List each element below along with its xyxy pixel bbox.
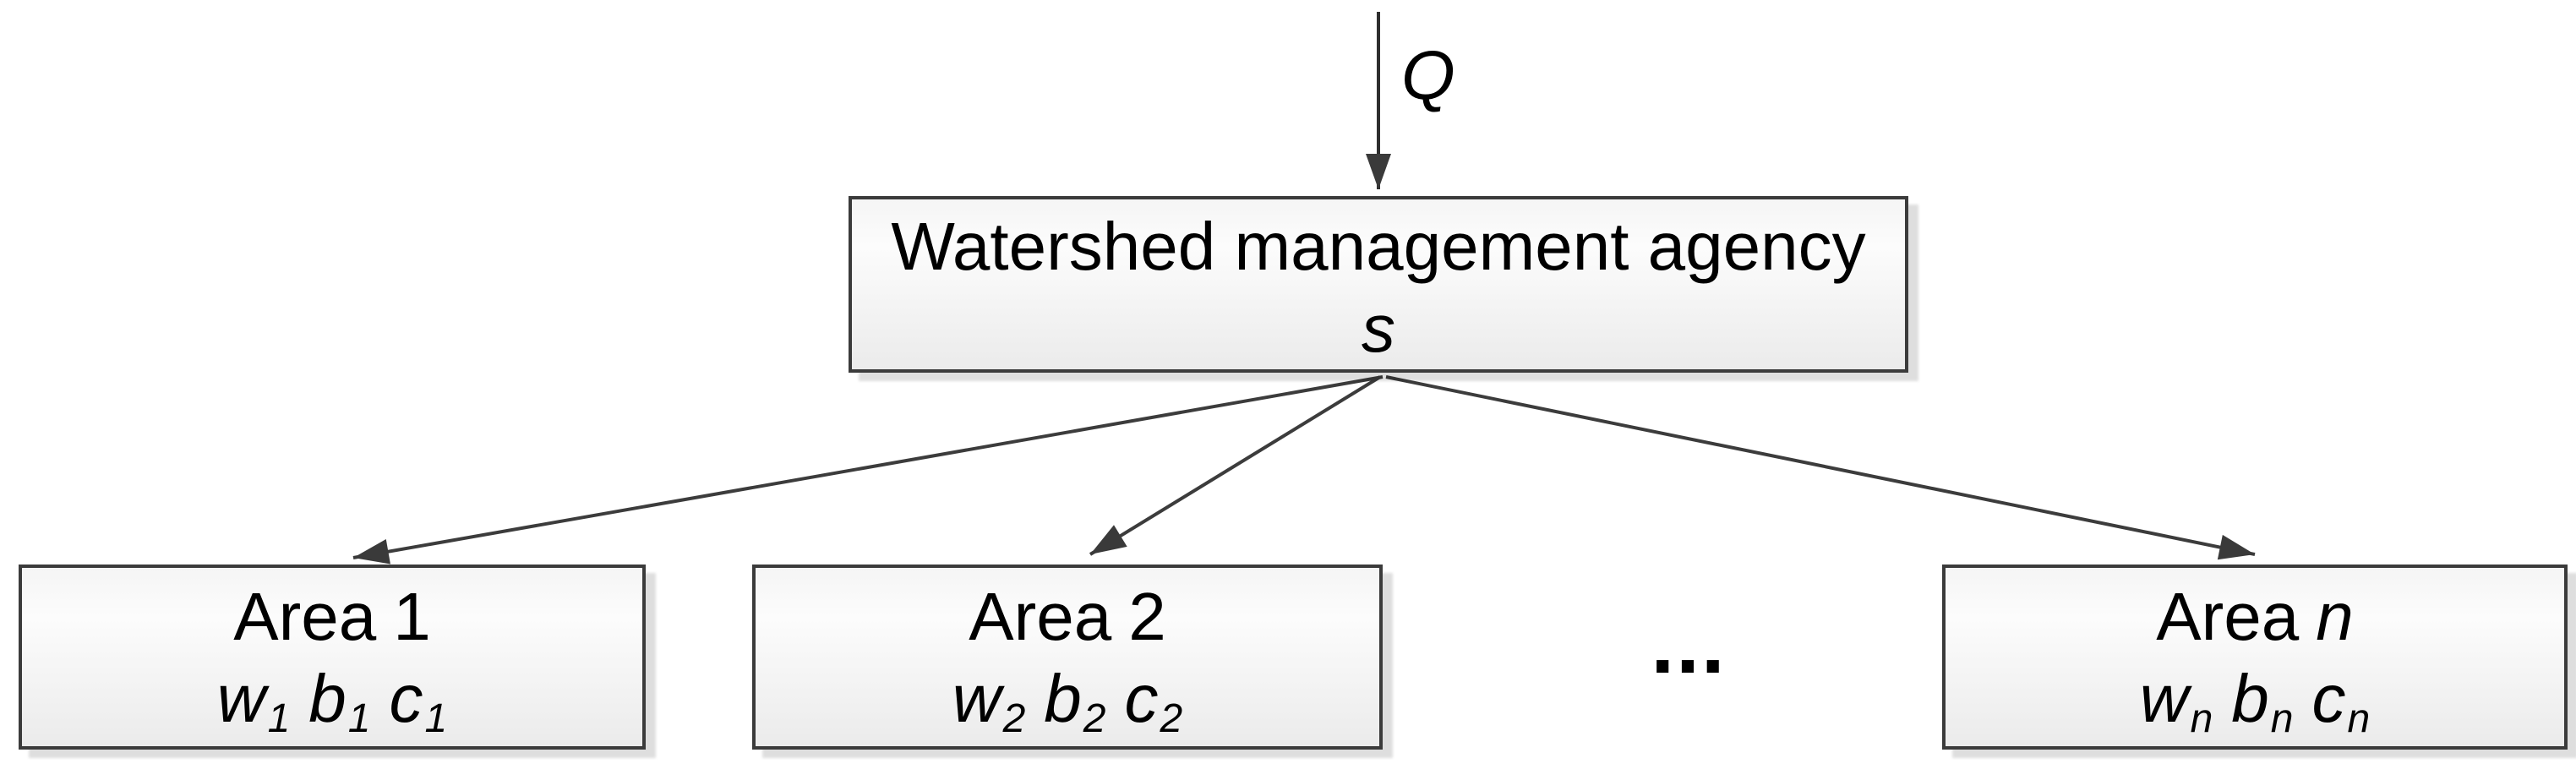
var-b1: b1 [308,660,370,739]
area-1-index: 1 [393,578,431,654]
var-w2-base: w [952,660,1001,736]
inflow-label: Q [1401,37,1455,114]
var-c1-base: c [389,660,423,736]
var-cn-sub: n [2347,695,2371,741]
arrow-root-to-area-2 [1089,375,1382,556]
arrow-root-to-area-1 [352,375,1384,565]
var-w1-sub: 1 [267,695,291,741]
var-w2: w2 [952,660,1025,739]
area-2-index: 2 [1128,578,1166,654]
var-wn-base: w [2139,660,2189,736]
var-bn: bn [2231,660,2293,739]
var-wn-sub: n [2190,695,2213,741]
root-box-watershed-agency: Watershed management agency s [849,196,1908,373]
var-c2: c2 [1124,660,1182,739]
area-n-label: Area [2156,578,2300,654]
root-title: Watershed management agency [891,208,1866,284]
var-c2-base: c [1124,660,1159,736]
var-bn-base: b [2231,660,2269,736]
var-w2-sub: 2 [1002,695,1026,741]
var-w1: w1 [216,660,290,739]
var-b2-base: b [1044,660,1082,736]
area-2-label: Area [969,578,1112,654]
var-cn: cn [2311,660,2370,739]
var-bn-sub: n [2270,695,2294,741]
var-cn-base: c [2311,660,2346,736]
var-w1-base: w [216,660,266,736]
arrow-root-to-area-n [1385,375,2256,560]
area-1-label: Area [233,578,377,654]
var-b1-base: b [308,660,347,736]
area-n-index: n [2316,578,2354,654]
var-b1-sub: 1 [347,695,371,741]
var-c1-sub: 1 [424,695,448,741]
root-symbol: s [1362,290,1395,366]
ellipsis: ... [1651,597,1727,691]
var-c2-sub: 2 [1160,695,1183,741]
var-c1: c1 [389,660,447,739]
var-wn: wn [2139,660,2213,739]
var-b2: b2 [1044,660,1105,739]
var-b2-sub: 2 [1083,695,1106,741]
